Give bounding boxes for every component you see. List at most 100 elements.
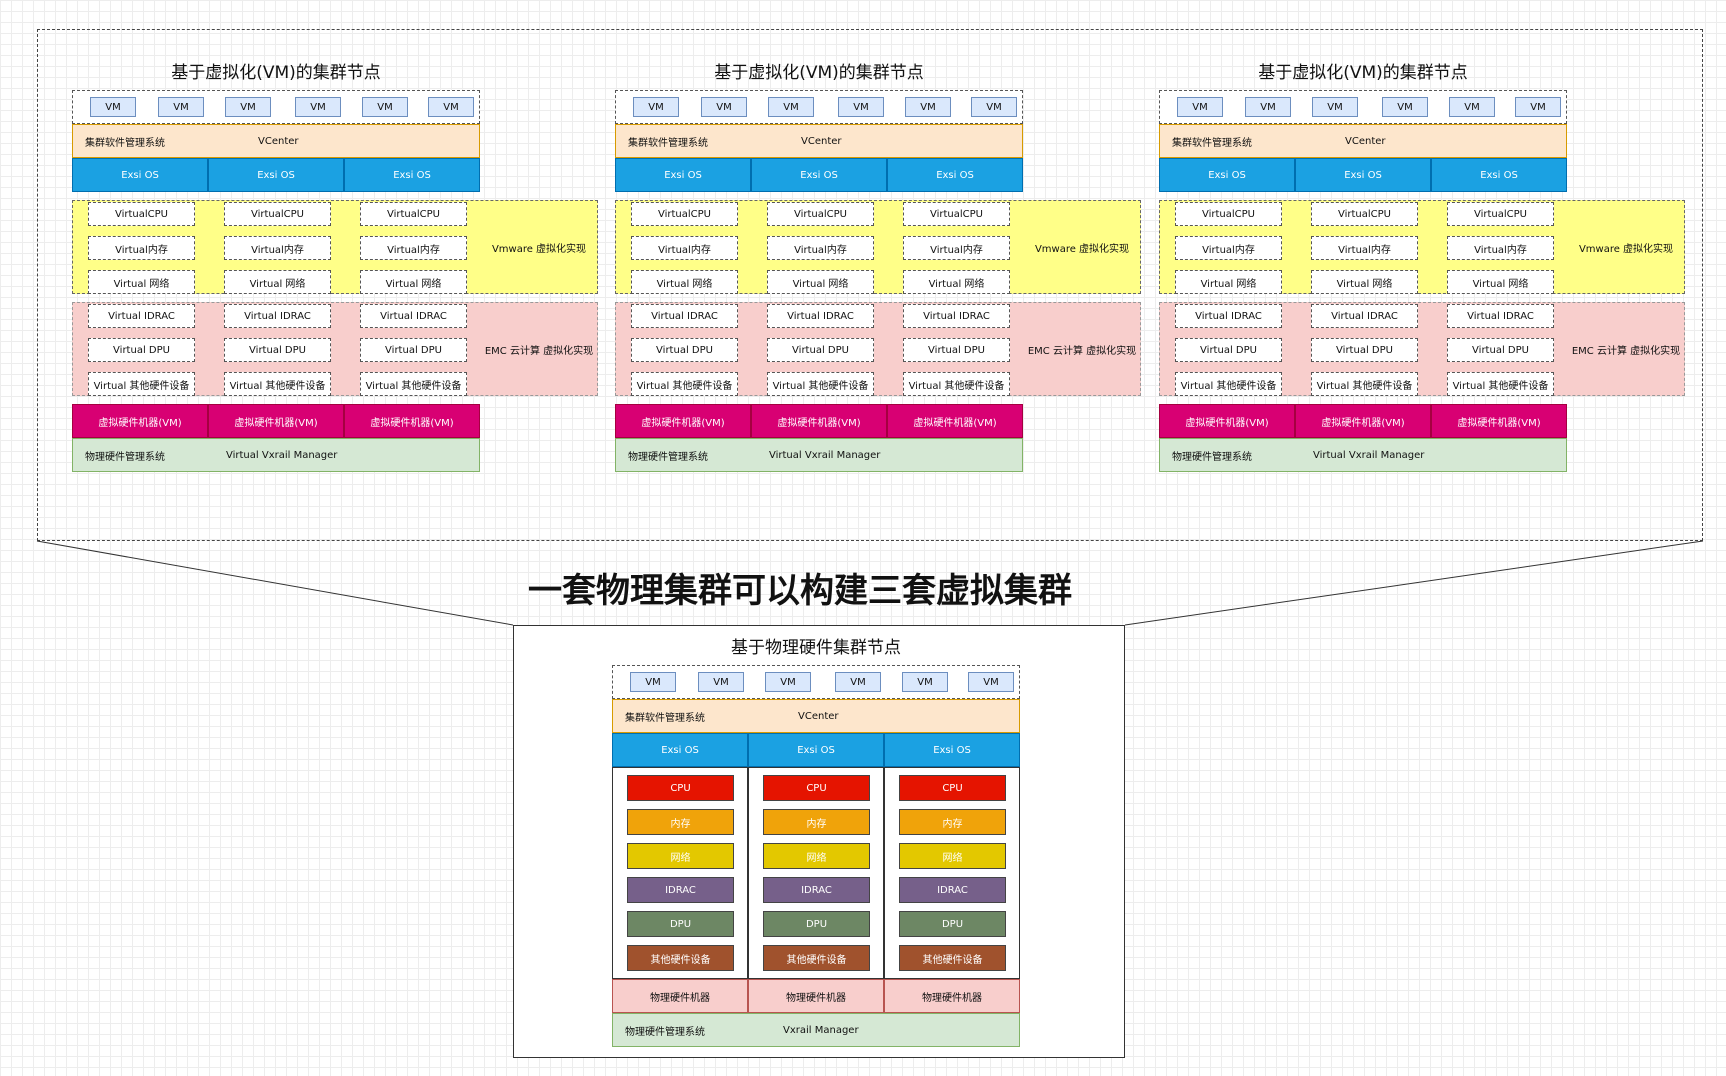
vm-box: VM	[905, 97, 951, 117]
virtual-other: Virtual 其他硬件设备	[1447, 372, 1554, 396]
virtual-memory: Virtual内存	[360, 236, 467, 260]
memory-box: 内存	[763, 809, 870, 835]
phys-mgmt-label: 物理硬件管理系统	[1172, 451, 1252, 463]
cpu-box: CPU	[899, 775, 1006, 801]
idrac-box: IDRAC	[627, 877, 734, 903]
virtual-other: Virtual 其他硬件设备	[360, 372, 467, 396]
emc-label: EMC 云计算 虚拟化实现	[484, 345, 594, 357]
vm-box: VM	[630, 672, 676, 692]
virtual-cpu: VirtualCPU	[903, 202, 1010, 226]
vm-box: VM	[768, 97, 814, 117]
esxi-os: Exsi OS	[72, 158, 208, 192]
virtual-network: Virtual 网络	[1447, 270, 1554, 294]
esxi-os: Exsi OS	[1295, 158, 1431, 192]
vmware-label: Vmware 虚拟化实现	[1578, 243, 1674, 255]
vm-row	[1159, 90, 1567, 124]
virtual-network: Virtual 网络	[1175, 270, 1282, 294]
virtual-hw-machine: 虚拟硬件机器(VM)	[751, 404, 887, 438]
virtual-idrac: Virtual IDRAC	[1175, 304, 1282, 328]
vxrail-label: Virtual Vxrail Manager	[1313, 449, 1425, 461]
mgmt-label: 集群软件管理系统	[85, 137, 165, 149]
virtual-hw-machine: 虚拟硬件机器(VM)	[72, 404, 208, 438]
virtual-other: Virtual 其他硬件设备	[88, 372, 195, 396]
virtual-cpu: VirtualCPU	[88, 202, 195, 226]
vm-row	[72, 90, 480, 124]
vm-box: VM	[90, 97, 136, 117]
memory-box: 内存	[627, 809, 734, 835]
virtual-other: Virtual 其他硬件设备	[1175, 372, 1282, 396]
cluster-title: 基于虚拟化(VM)的集群节点	[1258, 63, 1468, 83]
vm-box: VM	[835, 672, 881, 692]
virtual-dpu: Virtual DPU	[1175, 338, 1282, 362]
virtual-clusters-frame	[37, 29, 1703, 541]
vm-row	[615, 90, 1023, 124]
phys-mgmt-label: 物理硬件管理系统	[628, 451, 708, 463]
virtual-memory: Virtual内存	[631, 236, 738, 260]
virtual-other: Virtual 其他硬件设备	[767, 372, 874, 396]
vm-box: VM	[1177, 97, 1223, 117]
virtual-hw-machine: 虚拟硬件机器(VM)	[887, 404, 1023, 438]
esxi-os: Exsi OS	[751, 158, 887, 192]
physical-machine: 物理硬件机器	[748, 979, 884, 1013]
vm-box: VM	[633, 97, 679, 117]
esxi-os: Exsi OS	[615, 158, 751, 192]
vm-row	[612, 665, 1020, 699]
network-box: 网络	[627, 843, 734, 869]
virtual-dpu: Virtual DPU	[224, 338, 331, 362]
physical-cluster-title: 基于物理硬件集群节点	[731, 638, 901, 658]
virtual-other: Virtual 其他硬件设备	[1311, 372, 1418, 396]
other-hw-box: 其他硬件设备	[627, 945, 734, 971]
virtual-cpu: VirtualCPU	[1311, 202, 1418, 226]
virtual-other: Virtual 其他硬件设备	[903, 372, 1010, 396]
phys-mgmt-bar: 物理硬件管理系统 Vxrail Manager	[612, 1013, 1020, 1047]
dpu-box: DPU	[899, 911, 1006, 937]
physical-machine: 物理硬件机器	[612, 979, 748, 1013]
other-hw-box: 其他硬件设备	[899, 945, 1006, 971]
vm-box: VM	[765, 672, 811, 692]
virtual-cpu: VirtualCPU	[1447, 202, 1554, 226]
cpu-box: CPU	[763, 775, 870, 801]
cluster-mgmt-bar: 集群软件管理系统 VCenter	[1159, 124, 1567, 158]
vm-box: VM	[225, 97, 271, 117]
idrac-box: IDRAC	[763, 877, 870, 903]
virtual-idrac: Virtual IDRAC	[903, 304, 1010, 328]
virtual-memory: Virtual内存	[1311, 236, 1418, 260]
virtual-hw-machine: 虚拟硬件机器(VM)	[344, 404, 480, 438]
virtual-other: Virtual 其他硬件设备	[631, 372, 738, 396]
vm-box: VM	[1449, 97, 1495, 117]
emc-label: EMC 云计算 虚拟化实现	[1027, 345, 1137, 357]
virtual-network: Virtual 网络	[1311, 270, 1418, 294]
esxi-os: Exsi OS	[748, 733, 884, 767]
mgmt-label: 集群软件管理系统	[625, 712, 705, 724]
vm-box: VM	[295, 97, 341, 117]
esxi-os: Exsi OS	[884, 733, 1020, 767]
idrac-box: IDRAC	[899, 877, 1006, 903]
network-box: 网络	[763, 843, 870, 869]
esxi-os: Exsi OS	[887, 158, 1023, 192]
virtual-idrac: Virtual IDRAC	[360, 304, 467, 328]
virtual-cpu: VirtualCPU	[767, 202, 874, 226]
network-box: 网络	[899, 843, 1006, 869]
vmware-label: Vmware 虚拟化实现	[491, 243, 587, 255]
virtual-dpu: Virtual DPU	[1311, 338, 1418, 362]
phys-mgmt-label: 物理硬件管理系统	[85, 451, 165, 463]
cpu-box: CPU	[627, 775, 734, 801]
physical-machine: 物理硬件机器	[884, 979, 1020, 1013]
hw-column	[748, 767, 884, 979]
phys-mgmt-bar: 物理硬件管理系统 Virtual Vxrail Manager	[615, 438, 1023, 472]
virtual-memory: Virtual内存	[1447, 236, 1554, 260]
virtual-idrac: Virtual IDRAC	[631, 304, 738, 328]
phys-mgmt-bar: 物理硬件管理系统 Virtual Vxrail Manager	[1159, 438, 1567, 472]
virtual-dpu: Virtual DPU	[631, 338, 738, 362]
virtual-network: Virtual 网络	[903, 270, 1010, 294]
other-hw-box: 其他硬件设备	[763, 945, 870, 971]
virtual-memory: Virtual内存	[903, 236, 1010, 260]
virtual-cpu: VirtualCPU	[360, 202, 467, 226]
vcenter-label: VCenter	[258, 135, 299, 147]
vm-box: VM	[968, 672, 1014, 692]
cluster-mgmt-bar: 集群软件管理系统 VCenter	[72, 124, 480, 158]
virtual-hw-machine: 虚拟硬件机器(VM)	[1295, 404, 1431, 438]
virtual-hw-machine: 虚拟硬件机器(VM)	[1431, 404, 1567, 438]
mgmt-label: 集群软件管理系统	[628, 137, 708, 149]
vm-box: VM	[1382, 97, 1428, 117]
